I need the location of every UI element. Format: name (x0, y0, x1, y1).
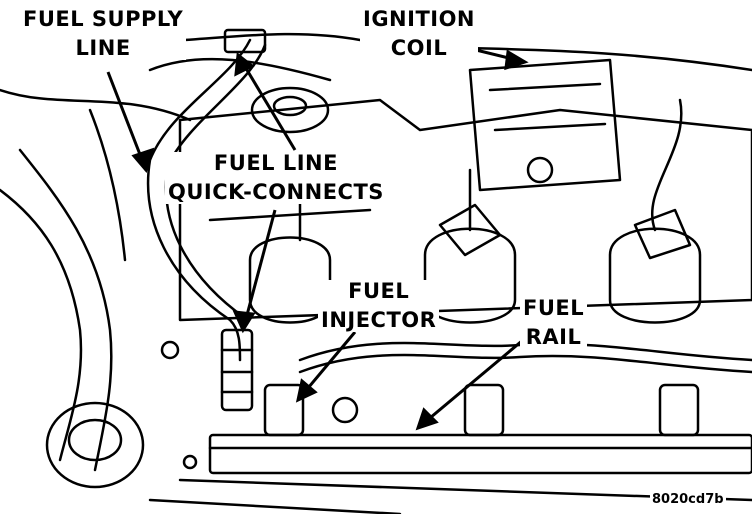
plug-boot-2 (423, 227, 517, 324)
fuel-supply-line-tube (146, 38, 252, 362)
arrow-quick-connect-lower (241, 209, 277, 331)
label-fuel-rail-2: RAIL (525, 325, 582, 349)
plug-lead-tab-3 (633, 208, 692, 260)
label-ignition-coil: IGNITION COIL (360, 7, 479, 60)
upper-quick-connect (223, 28, 267, 54)
label-fuel-rail-1: FUEL (523, 296, 585, 320)
arrow-fuel-rail (417, 328, 536, 430)
label-fuel-supply-line-1: FUEL SUPPLY (23, 7, 184, 31)
fuel-injector-2 (463, 383, 505, 437)
radiator-cap (45, 401, 145, 489)
plug-lead-tab-2 (438, 203, 502, 257)
fuel-injector-3 (658, 383, 700, 437)
plug-boot-3 (608, 227, 702, 324)
arrow-quick-connect-upper (236, 54, 297, 151)
ignition-coil-body (468, 58, 622, 192)
label-fuel-supply-line: FUEL SUPPLY LINE (20, 7, 187, 60)
label-fuel-injector: FUEL INJECTOR (318, 279, 440, 332)
label-fuel-supply-line-2: LINE (75, 36, 131, 60)
left-hose (0, 188, 83, 462)
filler-cap (250, 86, 330, 134)
lower-quick-connect (220, 328, 254, 412)
label-fuel-line-quick-connects-1: FUEL LINE (213, 151, 338, 175)
figure-reference: 8020cd7b (650, 492, 726, 507)
label-ignition-coil-1: IGNITION (363, 7, 476, 31)
engine-cover (178, 98, 752, 322)
label-fuel-rail: FUEL RAIL (520, 296, 588, 349)
label-fuel-line-quick-connects-2: QUICK-CONNECTS (168, 180, 384, 204)
label-ignition-coil-2: COIL (390, 36, 448, 60)
fuel-rail (208, 433, 752, 475)
fuel-injector-1 (263, 383, 305, 437)
label-fuel-injector-2: INJECTOR (321, 308, 437, 332)
label-fuel-injector-1: FUEL (348, 279, 410, 303)
label-fuel-line-quick-connects: FUEL LINE QUICK-CONNECTS (165, 152, 387, 204)
